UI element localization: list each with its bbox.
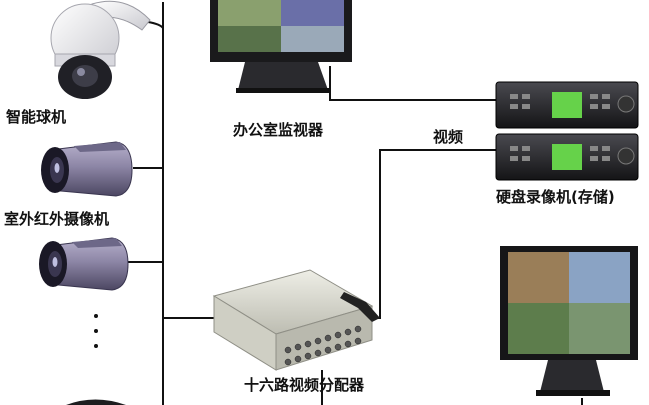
ir-camera-icon-2: [39, 237, 129, 291]
ir-camera-icon: [41, 141, 133, 197]
video-link-label: 视频: [433, 128, 464, 146]
office-monitor-label: 办公室监视器: [233, 121, 324, 139]
more-cameras-dots: [94, 314, 98, 348]
main-monitor-icon: [500, 246, 638, 396]
dome-camera-icon: [50, 0, 151, 99]
splitter-to-dvr-line: [368, 149, 496, 319]
dvr-recorder-icon: [495, 81, 639, 181]
partial-camera-icon: [66, 399, 126, 405]
splitter-label: 十六路视频分配器: [244, 376, 365, 394]
dome-link-line: [147, 21, 164, 29]
office-monitor-to-dvr-line: [329, 66, 496, 101]
office-monitor-icon: [210, 0, 352, 93]
dome-camera-label: 智能球机: [6, 108, 67, 126]
video-splitter-icon: [212, 269, 380, 371]
ir-camera-label: 室外红外摄像机: [4, 210, 110, 228]
dvr-label: 硬盘录像机(存储): [496, 188, 615, 206]
